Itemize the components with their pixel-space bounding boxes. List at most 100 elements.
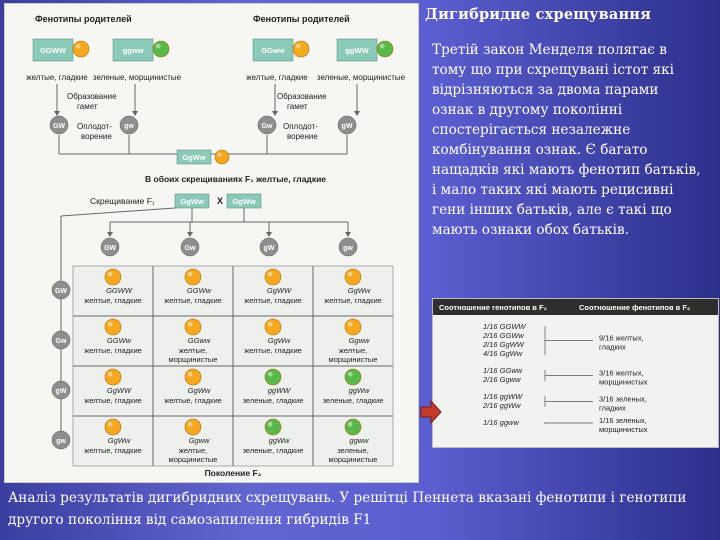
cell-1-3-phenotype-2: морщинистые (329, 355, 378, 364)
cell-2-1-phenotype: желтые, гладкие (164, 396, 222, 405)
ratio-phenotype-0-1: гладких (599, 343, 626, 352)
f1-seed (214, 149, 230, 165)
ratio-phenotype-1-0: 3/16 желтых, (599, 369, 644, 378)
cell-1-0-seed (104, 318, 122, 336)
parent-left-1-phenotype: зеленые, морщинистые (93, 73, 182, 82)
cell-2-3-seed (344, 368, 362, 386)
parent-left-0-seed (72, 40, 90, 58)
parent-left-0-phenotype: желтые, гладкие (26, 73, 88, 82)
cell-3-1-genotype: Ggww (189, 436, 210, 445)
cell-3-3-seed (344, 418, 362, 436)
side-gamete-3 (51, 430, 71, 450)
cell-1-0-phenotype: желтые, гладкие (84, 346, 142, 355)
gamete-right-1 (337, 115, 357, 135)
ratio-genotype-0-1: 2/16 GGWw (482, 331, 524, 340)
fert-label-right-2: ворение (287, 132, 318, 141)
gamete-label-right-1: Образование (277, 92, 327, 101)
ratio-phenotype-3-1: морщинистых (599, 425, 648, 434)
arrow-pl0-head (54, 111, 60, 116)
cell-3-3-genotype: ggww (349, 436, 369, 445)
parent-right-0-seed (292, 40, 310, 58)
cell-2-3-seed-highlight (347, 371, 353, 377)
gamete-right-0-label: Gw (262, 123, 273, 130)
cell-0-1-seed-highlight (187, 271, 193, 277)
cell-1-1-seed-highlight (187, 321, 193, 327)
cell-2-1-seed-highlight (187, 371, 193, 377)
cell-1-3-phenotype: желтые, (339, 346, 367, 355)
cell-0-2-phenotype: желтые, гладкие (244, 296, 302, 305)
ratio-genotype-1-1: 2/16 Ggww (482, 375, 521, 384)
top-gamete-3 (338, 237, 358, 257)
cell-2-3-genotype: ggWw (349, 386, 370, 395)
cell-2-1-seed (184, 368, 202, 386)
cell-1-1-genotype: GGww (188, 336, 211, 345)
ratio-phenotype-2-0: 3/16 зеленых, (599, 395, 647, 404)
cell-1-3-seed (344, 318, 362, 336)
cell-2-2-genotype: ggWW (268, 386, 291, 395)
cell-0-1-seed (184, 268, 202, 286)
arrow-top-3-head (345, 232, 351, 237)
gamete-left-0 (49, 115, 69, 135)
cell-3-0-phenotype: желтые, гладкие (84, 446, 142, 455)
cell-3-1-seed (184, 418, 202, 436)
cell-1-1-phenotype-2: морщинистые (169, 355, 218, 364)
parent-right-1-seed (376, 40, 394, 58)
gamete-label-right-2: гамет (287, 102, 308, 111)
ratio-table-header-right: Соотношение фенотипов в F₂ (579, 303, 690, 312)
cell-0-3-seed (344, 268, 362, 286)
cell-1-2-phenotype: желтые, гладкие (244, 346, 302, 355)
ratio-genotype-2-1: 2/16 ggWw (482, 401, 521, 410)
ratio-genotype-0-2: 2/16 GgWW (482, 340, 525, 349)
parent-left-1-seed (152, 40, 170, 58)
cell-2-2-seed-highlight (267, 371, 273, 377)
header-left: Фенотипы родителей (35, 14, 132, 24)
top-gamete-0-label: GW (104, 245, 116, 252)
arrow-top-2-head (266, 232, 272, 237)
cross-label: Скрещивание F₁ (90, 196, 155, 206)
cell-3-2-seed-highlight (267, 421, 273, 427)
parent-left-1-seed-highlight (155, 43, 161, 49)
parent-right-1-seed-highlight (379, 43, 385, 49)
slide-body-text: Третій закон Менделя полягає в тому що п… (432, 42, 701, 238)
parent-left-0-seed-highlight (75, 43, 81, 49)
cell-2-1-genotype: GgWw (188, 386, 211, 395)
cell-3-2-genotype: ggWw (269, 436, 290, 445)
cell-1-1-phenotype: желтые, (179, 346, 207, 355)
arrow-top-0-head (107, 232, 113, 237)
parent-right-0-phenotype: желтые, гладкие (246, 73, 308, 82)
pointer-arrow-icon (419, 399, 443, 425)
arrow-pl1-head (132, 111, 138, 116)
slide-caption: Аналіз результатів дигибридних схрещуван… (8, 490, 687, 528)
f1-text: В обоих скрещиваниях F₁ желтые, гладкие (145, 174, 326, 184)
cell-0-3-genotype: GgWw (348, 286, 371, 295)
cell-2-2-phenotype: зеленые, гладкие (243, 396, 304, 405)
gamete-left-1 (119, 115, 139, 135)
cell-3-3-seed-highlight (347, 421, 353, 427)
ratio-table-header-bar (433, 299, 718, 315)
f2-footer: Поколение F₂ (205, 468, 262, 478)
top-gamete-2 (259, 237, 279, 257)
arrow-pr1-head (354, 111, 360, 116)
cell-2-0-seed (104, 368, 122, 386)
fert-label-left-1: Оплодот- (77, 122, 112, 131)
parent-right-0-genotype: GGww (261, 46, 285, 55)
gamete-label-left-2: гамет (77, 102, 98, 111)
side-gamete-1-label: Gw (56, 338, 67, 345)
gamete-left-1-label: gw (124, 123, 134, 130)
f1-genobox (176, 149, 212, 165)
side-gamete-0 (51, 280, 71, 300)
cell-1-1-seed (184, 318, 202, 336)
cell-3-3-phenotype-2: морщинистые (329, 455, 378, 464)
cell-1-3-seed-highlight (347, 321, 353, 327)
cell-3-0-genotype: GgWw (108, 436, 131, 445)
cell-3-0-seed-highlight (107, 421, 113, 427)
ratio-phenotype-2-1: гладких (599, 404, 626, 413)
cell-2-0-seed-highlight (107, 371, 113, 377)
ratio-phenotype-0-0: 9/16 желтых, (599, 334, 644, 343)
top-gamete-3-label: gw (343, 245, 353, 252)
cross-b: GgWw (232, 197, 255, 206)
cell-0-3-phenotype: желтые, гладкие (324, 296, 382, 305)
parent-left-1-genotype: ggww (123, 46, 144, 55)
cell-3-1-phenotype-2: морщинистые (169, 455, 218, 464)
